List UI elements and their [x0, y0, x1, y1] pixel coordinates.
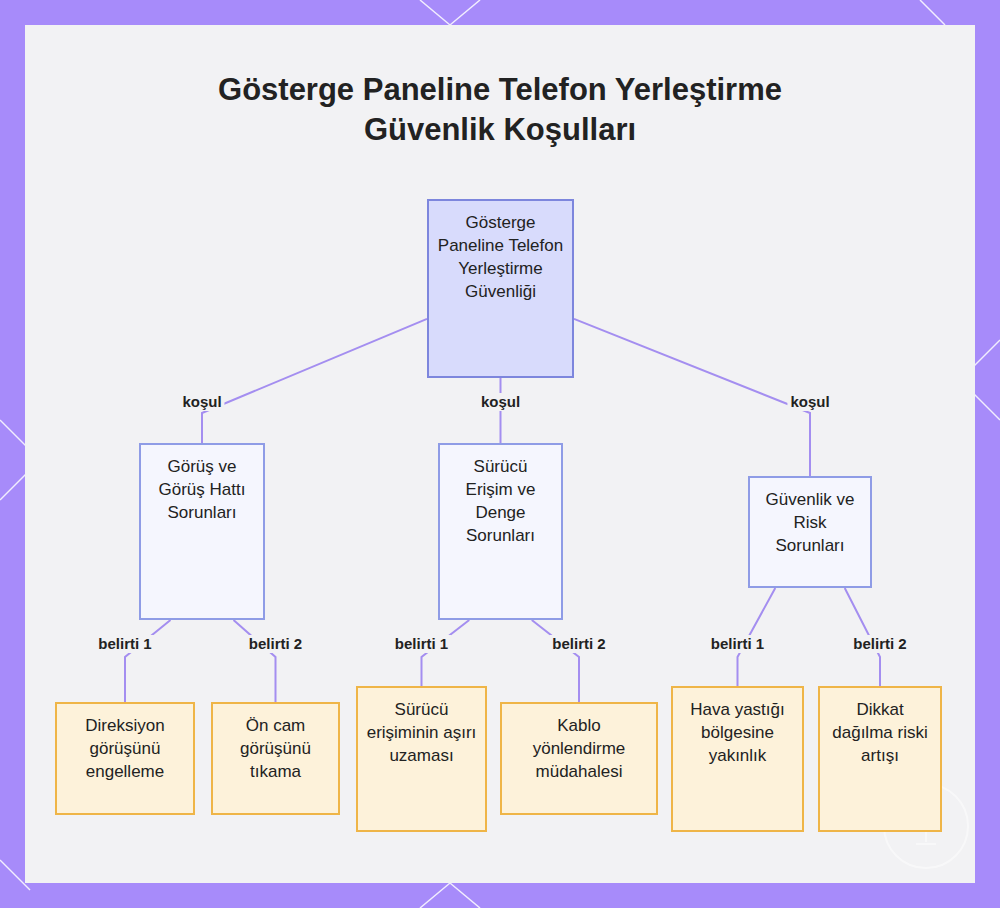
- edge-label: belirti 1: [708, 635, 767, 653]
- node-text: Güvenlik ve Risk Sorunları: [758, 488, 862, 557]
- connector-line: [422, 620, 470, 686]
- node-text: Hava yastığı bölgesine yakınlık: [681, 698, 794, 767]
- node-text: Sürücü Erişim ve Denge Sorunları: [448, 455, 553, 547]
- connector-line: [125, 620, 171, 702]
- inner-panel: [25, 25, 975, 883]
- node-text: Dikkat dağılma riski artışı: [828, 698, 932, 767]
- symptom-box: Sürücü erişiminin aşırı uzaması: [356, 686, 487, 832]
- symptom-box: Dikkat dağılma riski artışı: [818, 686, 942, 832]
- frame-line: [450, 883, 480, 908]
- edge-label: belirti 1: [392, 635, 451, 653]
- node-text: Görüş ve Görüş Hattı Sorunları: [149, 455, 255, 524]
- node-text: Gösterge Paneline Telefon Yerleştirme Gü…: [437, 211, 564, 303]
- edge-label: koşul: [478, 393, 523, 411]
- frame-line: [920, 0, 945, 25]
- diagram-title: Gösterge Paneline Telefon Yerleştirme Gü…: [210, 70, 790, 150]
- symptom-box: Kablo yönlendirme müdahalesi: [500, 702, 658, 815]
- connector-line: [574, 319, 810, 476]
- frame-line: [420, 0, 450, 25]
- connector-line: [532, 620, 579, 702]
- edge-label: koşul: [179, 393, 224, 411]
- edge-label: belirti 1: [95, 635, 154, 653]
- edge-label: belirti 2: [850, 635, 909, 653]
- badge-base: [916, 843, 936, 845]
- symptom-box: Direksiyon görüşünü engelleme: [55, 702, 195, 815]
- connector-line: [202, 319, 427, 443]
- node-text: Sürücü erişiminin aşırı uzaması: [366, 698, 477, 767]
- frame-line: [420, 883, 450, 908]
- connector-line: [234, 620, 276, 702]
- frame-line: [450, 0, 480, 25]
- condition-box: Sürücü Erişim ve Denge Sorunları: [438, 443, 563, 620]
- edge-label: koşul: [787, 393, 832, 411]
- node-text: Direksiyon görüşünü engelleme: [65, 714, 185, 783]
- symptom-box: Hava yastığı bölgesine yakınlık: [671, 686, 804, 832]
- condition-box: Görüş ve Görüş Hattı Sorunları: [139, 443, 265, 620]
- node-text: Ön cam görüşünü tıkama: [221, 714, 330, 783]
- root-box: Gösterge Paneline Telefon Yerleştirme Gü…: [427, 199, 574, 378]
- symptom-box: Ön cam görüşünü tıkama: [211, 702, 340, 815]
- node-text: Kablo yönlendirme müdahalesi: [510, 714, 648, 783]
- edge-label: belirti 2: [246, 635, 305, 653]
- condition-box: Güvenlik ve Risk Sorunları: [748, 476, 872, 588]
- edge-label: belirti 2: [549, 635, 608, 653]
